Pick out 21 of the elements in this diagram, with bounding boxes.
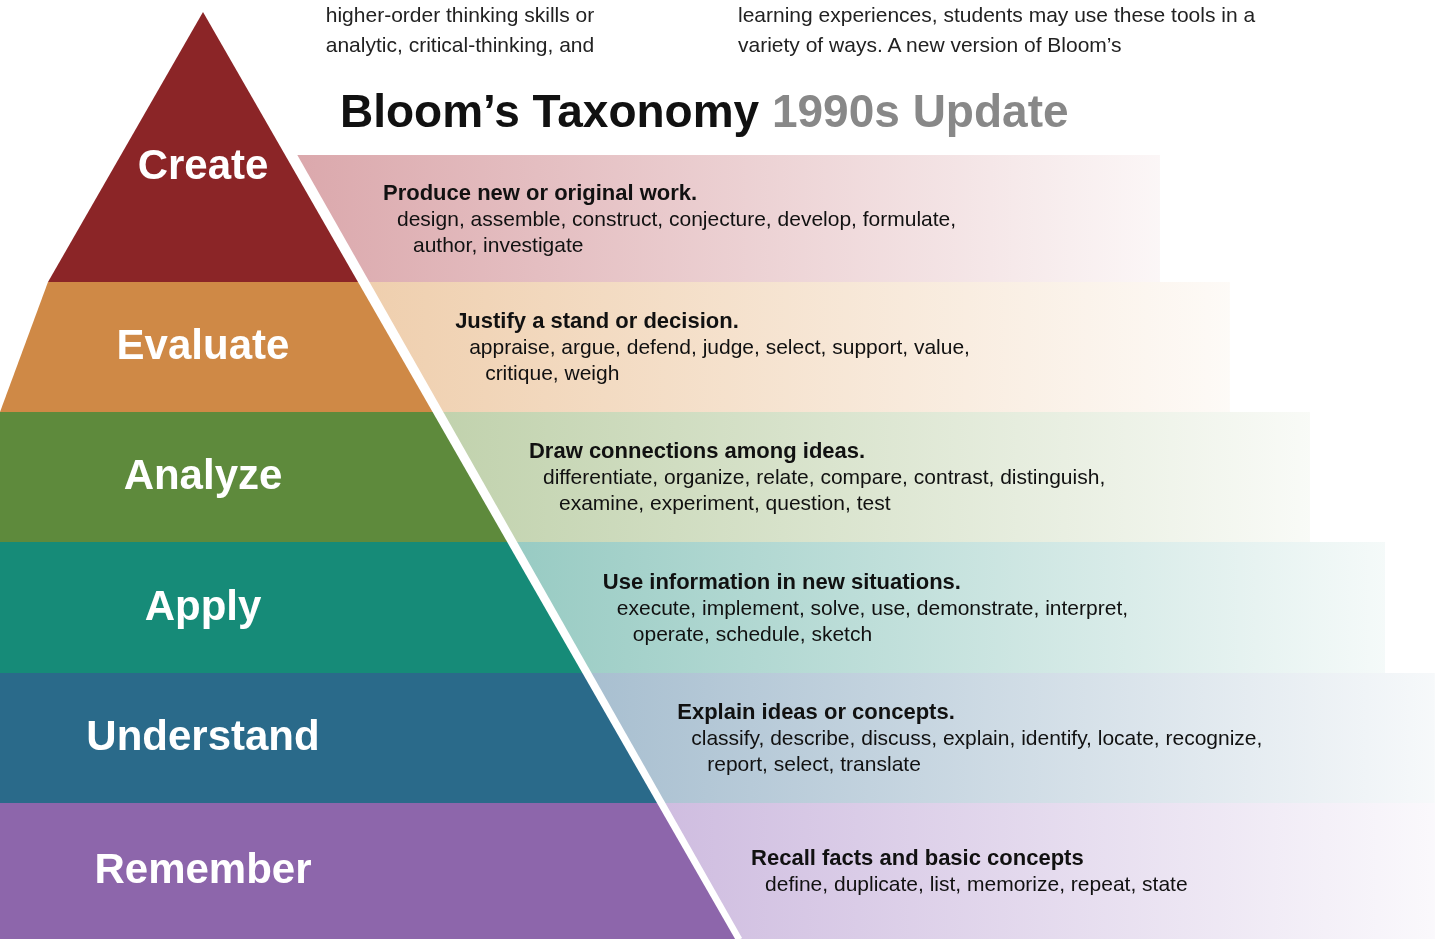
- level-name: Create: [136, 141, 270, 189]
- description-heading: Justify a stand or decision.: [455, 308, 740, 334]
- verb-list: classify, describe, discuss, explain, identify, locate, recognize, report, select, translate: [677, 725, 1268, 777]
- verb-list: define, duplicate, list, memorize, repeat, state: [751, 871, 1342, 897]
- description-heading: Recall facts and basic concepts: [751, 845, 1085, 871]
- verb-list: differentiate, organize, relate, compare, contrast, distinguish, examine, experiment, question, test: [528, 464, 1119, 516]
- level-name: Analyze: [122, 451, 284, 499]
- level-name: Apply: [143, 581, 263, 630]
- verb-list: appraise, argue, defend, judge, select, support, value, critique, weigh: [455, 334, 1046, 386]
- verb-list: execute, implement, solve, use, demonstrate, interpret, operate, schedule, sketch: [602, 594, 1193, 647]
- description-heading: Use information in new situations.: [602, 568, 962, 595]
- level-name: Evaluate: [115, 321, 291, 369]
- title: Bloom’s Taxonomy 1990s Update: [340, 84, 1069, 138]
- level-name: Understand: [85, 712, 321, 760]
- verb-list: design, assemble, construct, conjecture, develop, formulate, author, investigate: [383, 205, 973, 258]
- intro-text: higher-order thinking skills or analytic, critical-thinking, and: [324, 2, 596, 58]
- intro-text: learning experiences, students may use these tools in a variety of ways. A new version of Bloom’s: [738, 2, 1257, 58]
- description-heading: Draw connections among ideas.: [528, 438, 867, 464]
- description-heading: Produce new or original work.: [383, 179, 699, 206]
- description-heading: Explain ideas or concepts.: [677, 699, 956, 725]
- level-name: Remember: [93, 845, 313, 893]
